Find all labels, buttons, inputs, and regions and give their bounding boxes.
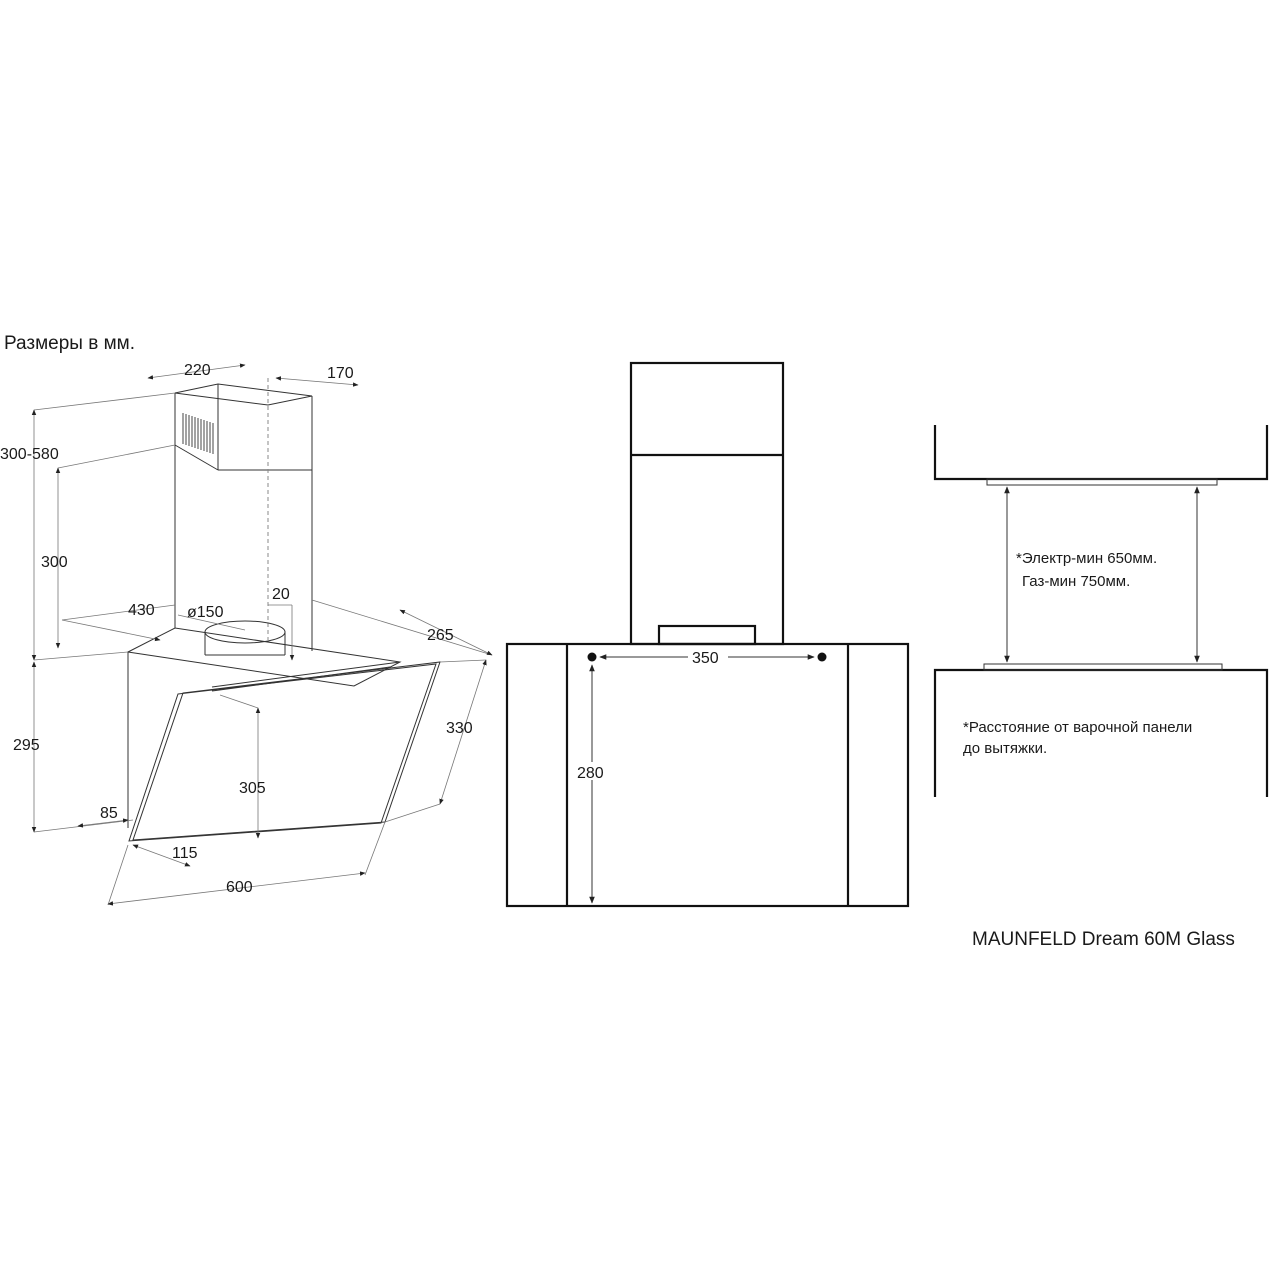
dim-chimney-range: 300-580 [0, 446, 59, 463]
note-electric-min: *Электр-мин 650мм. [1016, 550, 1157, 567]
dim-glass-inner: 305 [239, 780, 266, 797]
dim-mount-height: 280 [577, 765, 604, 782]
dim-bottom-depth: 115 [172, 845, 198, 862]
mount-point-right [817, 652, 827, 662]
dim-chimney-width: 220 [184, 362, 211, 379]
dim-body-height: 295 [13, 737, 40, 754]
dim-glass-height: 330 [446, 720, 473, 737]
dim-body-side: 265 [427, 627, 454, 644]
vent-grille-icon [182, 413, 214, 454]
note-distance-caption-2: до вытяжки. [963, 740, 1047, 757]
note-distance-caption-1: *Расстояние от варочной панели [963, 719, 1192, 736]
glass-panel [128, 661, 441, 842]
dim-duct-diameter: ø150 [187, 604, 224, 621]
dim-total-width: 600 [226, 879, 253, 896]
note-gas-min: Газ-мин 750мм. [1022, 573, 1130, 590]
front-view: 350 280 [505, 361, 910, 908]
dim-offset-20: 20 [272, 586, 290, 603]
dim-chimney-depth: 170 [327, 365, 354, 382]
dim-body-depth: 430 [128, 602, 155, 619]
side-view: 220 170 300-580 300 430 ø150 20 265 330 [0, 362, 493, 906]
mount-point-left [587, 652, 597, 662]
dim-bottom-offset: 85 [100, 805, 118, 822]
dim-chimney-lower: 300 [41, 554, 68, 571]
units-title: Размеры в мм. [4, 333, 135, 354]
install-view: *Электр-мин 650мм. Газ-мин 750мм. *Расст… [933, 425, 1269, 797]
chimney [174, 378, 313, 651]
model-name: MAUNFELD Dream 60M Glass [972, 929, 1235, 950]
dim-mount-spacing: 350 [692, 650, 719, 667]
